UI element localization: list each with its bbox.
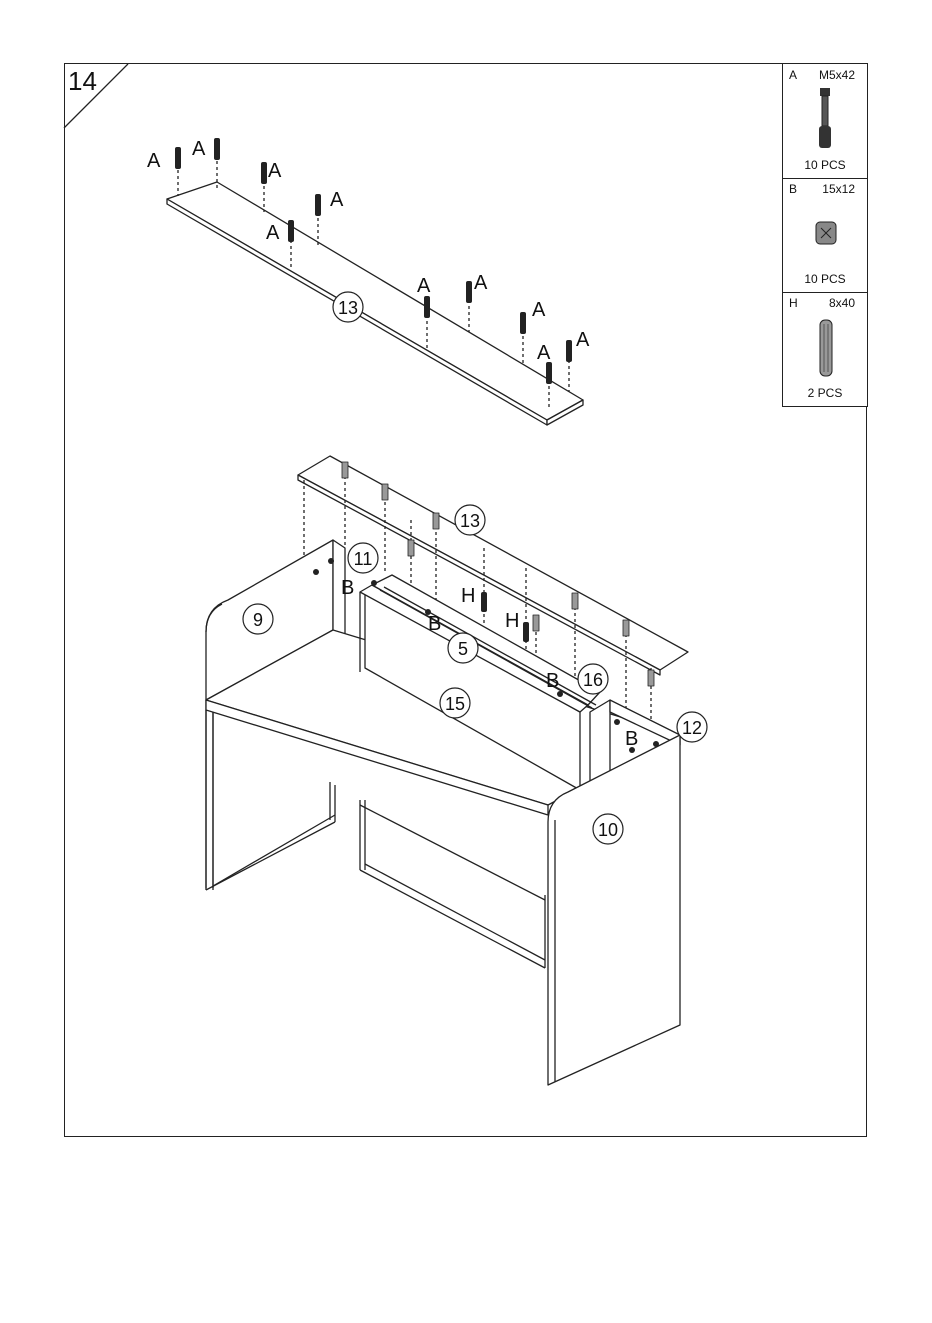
top-panel-13 <box>167 182 583 425</box>
label-b: B <box>625 728 638 750</box>
callout-13-bottom: 13 <box>460 511 480 531</box>
label-a: A <box>537 342 551 364</box>
label-a: A <box>192 138 206 160</box>
legend-qty: 2 PCS <box>783 386 867 400</box>
callout-16: 16 <box>583 670 603 690</box>
label-a: A <box>266 222 280 244</box>
label-a: A <box>330 189 344 211</box>
label-a: A <box>532 299 546 321</box>
callout-13-top: 13 <box>338 298 358 318</box>
callout-9: 9 <box>253 610 263 630</box>
cam-lock-icon <box>813 218 839 248</box>
legend-qty: 10 PCS <box>783 158 867 172</box>
bolt-shapes <box>175 138 572 384</box>
label-a: A <box>268 160 282 182</box>
callout-5: 5 <box>458 639 468 659</box>
wooden-dowel-icon <box>818 318 834 378</box>
callout-10: 10 <box>598 820 618 840</box>
step-number: 14 <box>68 66 97 97</box>
legend-letter: A <box>789 68 797 82</box>
legend-size: M5x42 <box>819 68 855 82</box>
label-a: A <box>576 329 590 351</box>
legend-item-b: B 15x12 10 PCS <box>783 178 867 293</box>
cam-bolt-icon <box>813 86 837 152</box>
callout-15: 15 <box>445 694 465 714</box>
legend-size: 8x40 <box>829 296 855 310</box>
label-a: A <box>474 272 488 294</box>
label-b: B <box>546 670 559 692</box>
label-b: B <box>341 577 354 599</box>
legend-letter: H <box>789 296 798 310</box>
legend-size: 15x12 <box>822 182 855 196</box>
label-h: H <box>461 585 475 607</box>
callout-12: 12 <box>682 718 702 738</box>
legend-letter: B <box>789 182 797 196</box>
legend-item-a: A M5x42 10 PCS <box>783 64 867 179</box>
callout-11: 11 <box>354 549 373 569</box>
legend-qty: 10 PCS <box>783 272 867 286</box>
label-a: A <box>417 275 431 297</box>
label-h: H <box>505 610 519 632</box>
hardware-legend: A M5x42 10 PCS B 15x12 10 PCS H 8x40 2 P… <box>782 63 868 407</box>
label-b: B <box>428 613 441 635</box>
label-a: A <box>147 150 161 172</box>
legend-item-h: H 8x40 2 PCS <box>783 292 867 406</box>
